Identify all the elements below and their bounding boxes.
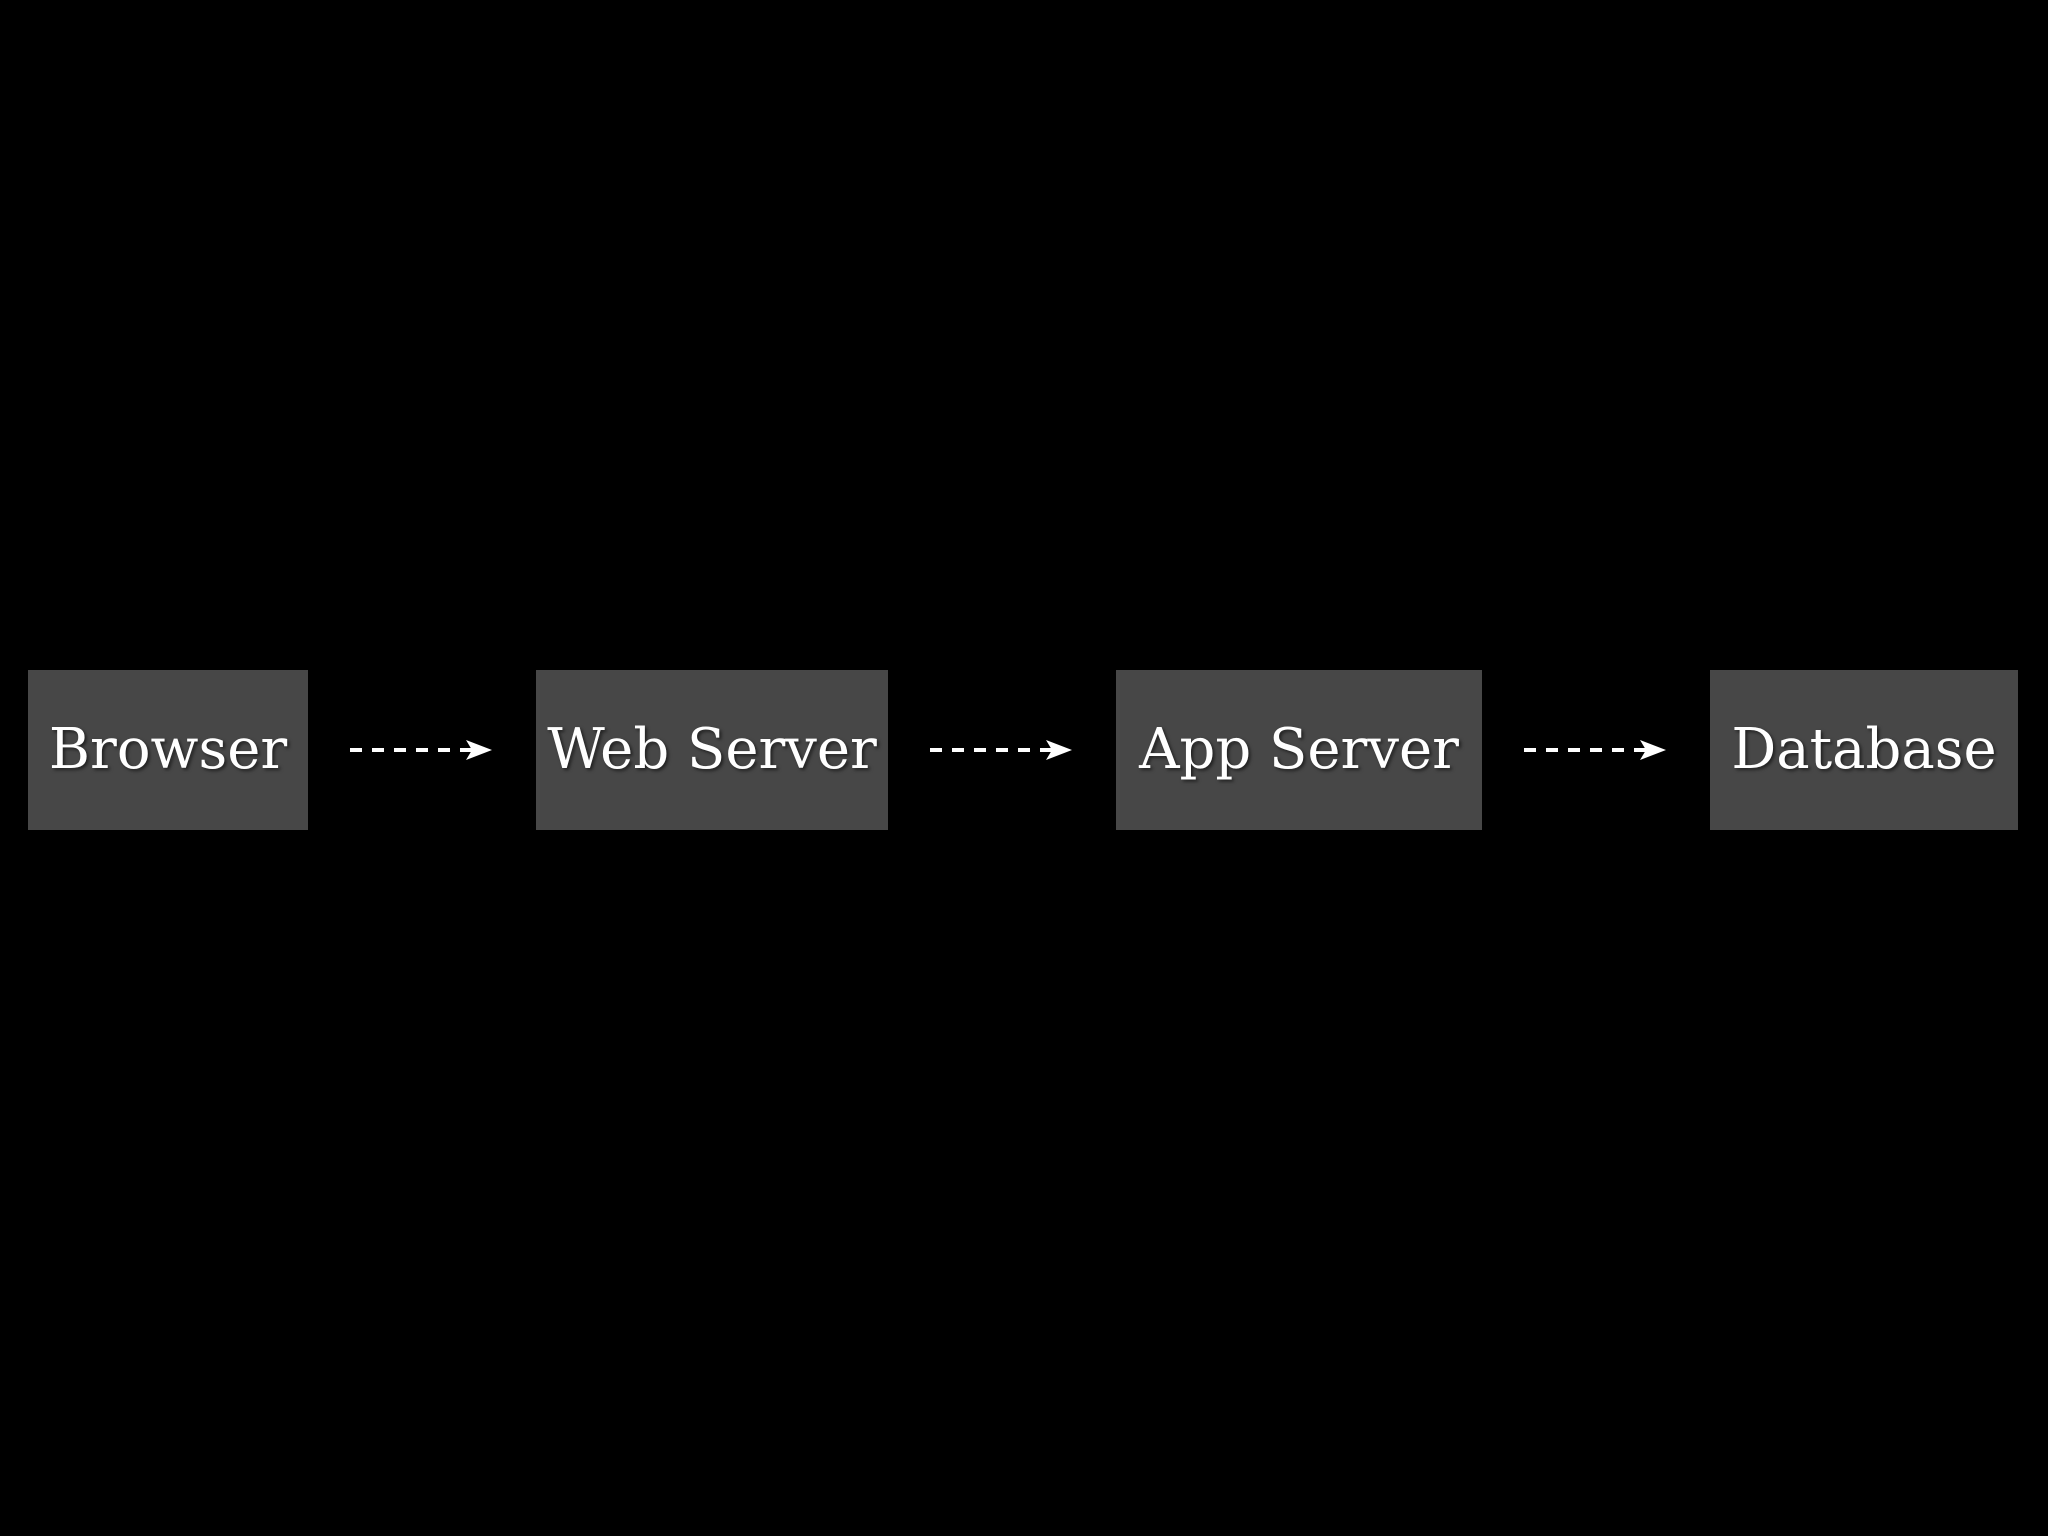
- arrow-browser-to-web-server: [350, 740, 492, 760]
- node-browser: Browser: [28, 670, 308, 830]
- node-app-server: App Server: [1116, 670, 1482, 830]
- node-label-browser: Browser: [48, 717, 288, 782]
- arrow-web-server-to-app-server: [930, 740, 1072, 760]
- arrow-app-server-to-database: [1524, 740, 1666, 760]
- node-web-server: Web Server: [536, 670, 888, 830]
- node-label-app-server: App Server: [1139, 717, 1459, 782]
- node-label-web-server: Web Server: [547, 717, 877, 782]
- node-database: Database: [1710, 670, 2018, 830]
- node-label-database: Database: [1731, 717, 1997, 782]
